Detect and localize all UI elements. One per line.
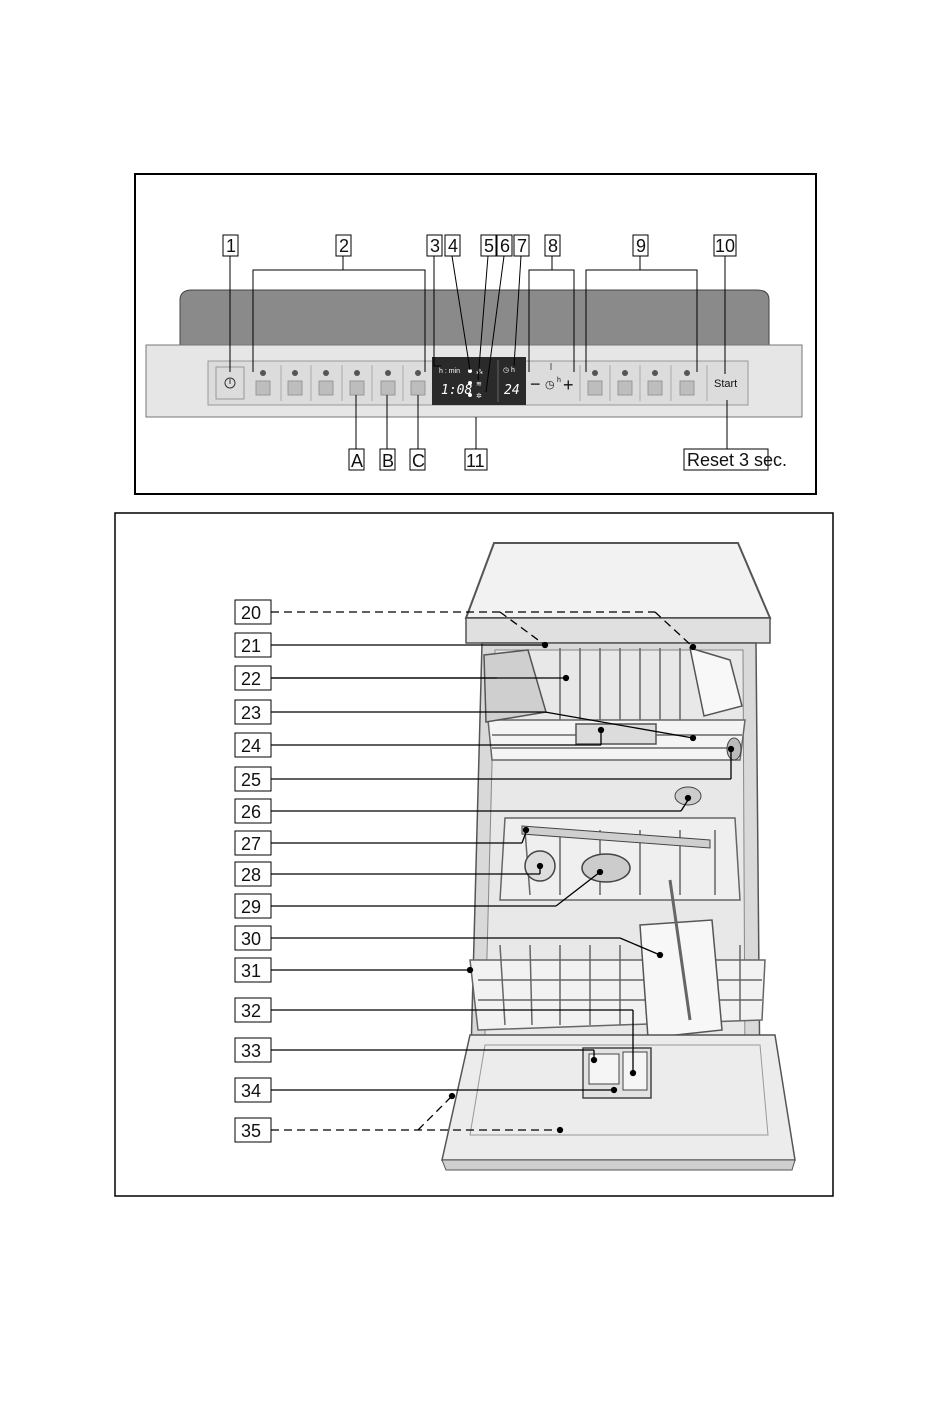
cutlery-basket [640,920,722,1038]
timer-clock-unit: h [557,377,561,384]
callout-24: 24 [241,736,261,756]
filter-system [582,854,630,882]
callout-25: 25 [241,770,261,790]
callout-9: 9 [636,236,646,256]
callout-A: A [351,451,363,471]
timer-clock-icon: ◷ [545,379,555,391]
callout-7: 7 [517,236,527,256]
callout-4: 4 [448,236,458,256]
callout-34: 34 [241,1081,261,1101]
callout-21: 21 [241,636,261,656]
callout-20: 20 [241,603,261,623]
callout-23: 23 [241,703,261,723]
callout-29: 29 [241,897,261,917]
start-button[interactable]: Start [714,378,737,390]
callout-33: 33 [241,1041,261,1061]
callout-35: 35 [241,1121,261,1141]
callout-10: 10 [715,236,735,256]
callout-8: 8 [548,236,558,256]
water-supply-icon: ✲ [476,392,482,400]
callout-B: B [382,451,394,471]
reset-callout: Reset 3 sec. [687,450,787,470]
appliance-lid [180,290,769,345]
callout-C: C [412,451,425,471]
callout-26: 26 [241,802,261,822]
salt-refill-icon: ⁂ [476,368,483,376]
callout-6: 6 [500,236,510,256]
callout-11: 11 [466,451,485,471]
callout-27: 27 [241,834,261,854]
callout-30: 30 [241,929,261,949]
callout-2: 2 [339,236,349,256]
timer-plus-button[interactable]: + [563,375,574,395]
rinse-aid-icon: ≋ [476,381,482,388]
detergent-tablet-tray [576,724,656,744]
callout-31: 31 [241,961,261,981]
callout-28: 28 [241,865,261,885]
cabinet-top [466,543,770,618]
callout-22: 22 [241,669,261,689]
timer-minus-button[interactable]: − [530,374,541,394]
timer-indicator-icon: ◷ [503,367,509,374]
callout-5: 5 [484,236,494,256]
timer-readout: 24 [504,383,520,398]
callout-1: 1 [226,236,236,256]
callout-3: 3 [430,236,440,256]
callout-32: 32 [241,1001,261,1021]
timer-unit-label: h [511,367,515,374]
remaining-time-readout: 1:08 [441,383,472,398]
hmin-label: h : min [439,368,460,375]
